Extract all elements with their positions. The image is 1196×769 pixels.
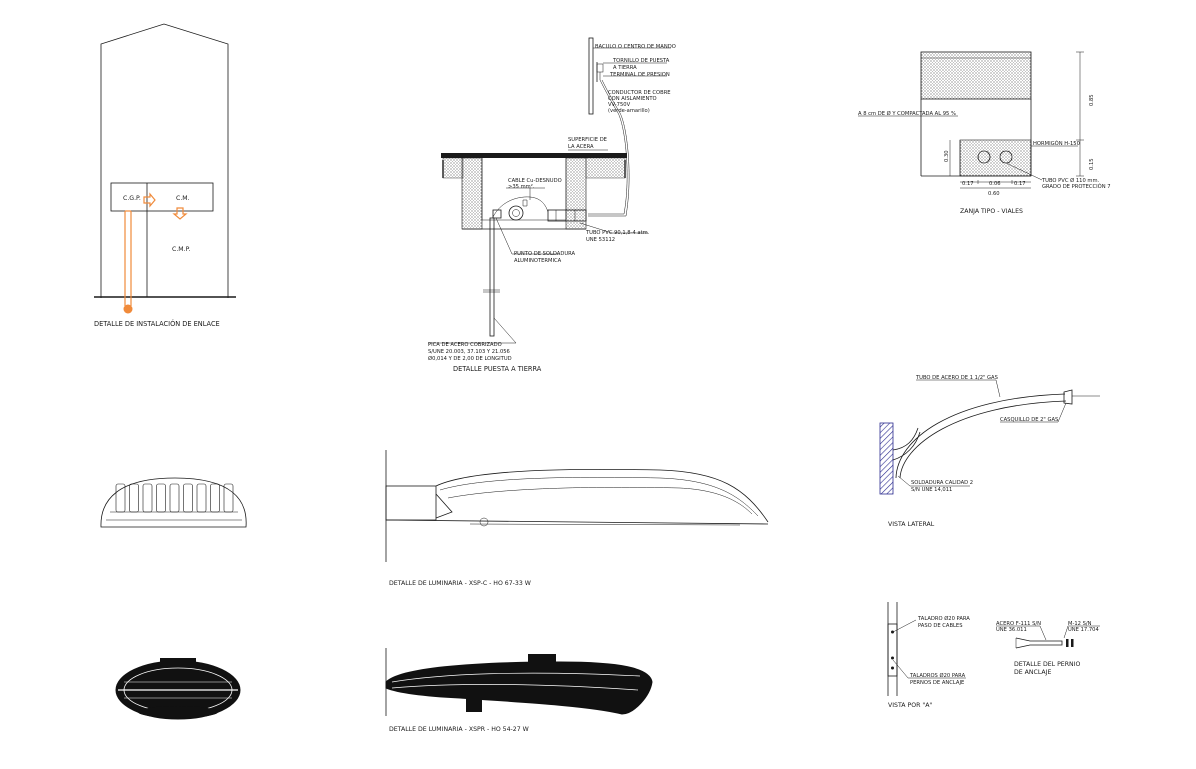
enlace-detail: C.G.P. C.M. C.M.P. DETALLE DE INSTALACIÓ… [94, 23, 236, 328]
lateral-detail: TUBO DE ACERO DE 1 1/2" GAS CASQUILLO DE… [879, 375, 1100, 528]
pica-label-3: Ø0,014 Y DE 2,00 DE LONGITUD [428, 355, 512, 362]
luminaire-front-2 [115, 658, 241, 720]
tubo-pvc-label-2: UNE 53112 [586, 237, 615, 243]
cable-label-1: CABLE Cu-DESNUDO [508, 178, 562, 184]
conductor-label-2: CON AISLAMIENTO [608, 96, 657, 102]
acero-label-2: UNE 36.011 [996, 627, 1027, 633]
soldadura-label-1: SOLDADURA CALIDAD 2 [911, 480, 973, 486]
zanja-title: ZANJA TIPO - VIALES [960, 208, 1023, 215]
cgp-label: C.G.P. [123, 195, 141, 202]
terminal-label: TERMINAL DE PRESION [609, 72, 670, 78]
luminaire-fins [115, 483, 234, 513]
vista-a-title: VISTA POR "A" [888, 702, 932, 709]
luminaire-fin [169, 483, 180, 513]
cm-label: C.M. [176, 195, 190, 202]
luminaire-fin [210, 483, 220, 513]
dim-017a: 0.17 [962, 181, 974, 187]
superficie-label-2: LA ACERA [568, 144, 594, 150]
ground-point-icon [123, 304, 133, 314]
soldadura-label-2: S/N UNE 14,011 [911, 487, 952, 493]
dim-060: 0.60 [988, 191, 1000, 197]
conductor-label-4: (verde-amarillo) [608, 108, 650, 114]
luminaire-side-2: DETALLE DE LUMINARIA - XSPR - HO 54-27 W [385, 648, 653, 733]
baculo-label: BACULO O CENTRO DE MANDO [595, 44, 676, 50]
taladros-label-2: PERNOS DE ANCLAJE [910, 680, 964, 686]
zanja-tubo-label-1: TUBO PVC Ø 110 mm. [1041, 177, 1100, 184]
dim-030: 0.30 [944, 150, 950, 162]
taladro-label-2: PASO DE CABLES [918, 623, 962, 629]
taladros-label-1: TALADROS Ø20 PARA [909, 672, 966, 679]
punto-soldadura-label-2: ALUMINOTERMICA [514, 258, 562, 264]
cmp-label: C.M.P. [172, 246, 190, 253]
lateral-tubo-label: TUBO DE ACERO DE 1 1/2" GAS [915, 375, 998, 381]
luminaire-fin [142, 483, 153, 513]
luminaire-fin [156, 483, 166, 513]
conductor-label-1: CONDUCTOR DE COBRE [608, 90, 671, 96]
dim-006: 0.06 [989, 181, 1001, 187]
pica-label-1: PICA DE ACERO COBRIZADO [428, 342, 502, 348]
superficie-label-1: SUPERFICIE DE [568, 137, 607, 143]
tierra-title: DETALLE PUESTA A TIERRA [453, 365, 542, 373]
luminaire-fin [223, 483, 234, 513]
luminaire-front-1 [100, 477, 247, 528]
tornillo-label-2: A TIERRA [613, 65, 637, 71]
tornillo-label-1: TORNILLO DE PUESTA [612, 58, 670, 64]
dim-017b: 0.17 [1014, 181, 1026, 187]
pernio-title-2: DE ANCLAJE [1014, 669, 1051, 676]
luminaire-fin [183, 483, 193, 513]
zanja-detail: A 8 cm DE Ø Y COMPACTADA AL 95 % HORMIGÓ… [858, 51, 1111, 215]
taladro-label-1: TALADRO Ø20 PARA [917, 615, 970, 622]
cable-label-2: >35 mm². [508, 184, 535, 190]
m12-label-2: UNE 17.704 [1068, 627, 1099, 633]
arena-label: A 8 cm DE Ø Y COMPACTADA AL 95 % [858, 110, 956, 117]
acero-label-1: ACERO F-111 S/N [996, 621, 1041, 627]
luminaire-fin [115, 483, 126, 513]
luminaire-fin [196, 483, 207, 513]
pernio-title-1: DETALLE DEL PERNIO [1014, 661, 1080, 668]
conductor-label-3: VV-750V [608, 102, 631, 108]
luminaria-title-2: DETALLE DE LUMINARIA - XSPR - HO 54-27 W [389, 726, 529, 733]
dim-085: 0.85 [1089, 94, 1095, 106]
enlace-title: DETALLE DE INSTALACIÓN DE ENLACE [94, 319, 220, 328]
casquillo-label: CASQUILLO DE 2" GAS [1000, 417, 1058, 423]
tierra-detail: BACULO O CENTRO DE MANDO TORNILLO DE PUE… [428, 37, 676, 373]
anclaje-detail: TALADRO Ø20 PARA PASO DE CABLES TALADROS… [887, 602, 1100, 709]
pica-label-2: S/UNE 20.003, 37.103 Y 21.056 [428, 349, 510, 355]
luminaire-side-1: DETALLE DE LUMINARIA - XSP-C - HO 67-33 … [385, 450, 769, 587]
lateral-title: VISTA LATERAL [888, 521, 935, 528]
m12-label-1: M-12 S/N [1068, 621, 1092, 627]
tubo-pvc-label-1: TUBO PVC 90,1,8-4 atm. [585, 230, 650, 236]
luminaria-title-1: DETALLE DE LUMINARIA - XSP-C - HO 67-33 … [389, 580, 531, 587]
dim-015: 0.15 [1089, 158, 1095, 170]
zanja-tubo-label-2: GRADO DE PROTECCIÓN 7 [1042, 183, 1111, 190]
hormigon-label: HORMIGÓN H-150 [1033, 140, 1080, 147]
punto-soldadura-label-1: PUNTO DE SOLDADURA [514, 251, 576, 257]
luminaire-fin [129, 483, 139, 513]
